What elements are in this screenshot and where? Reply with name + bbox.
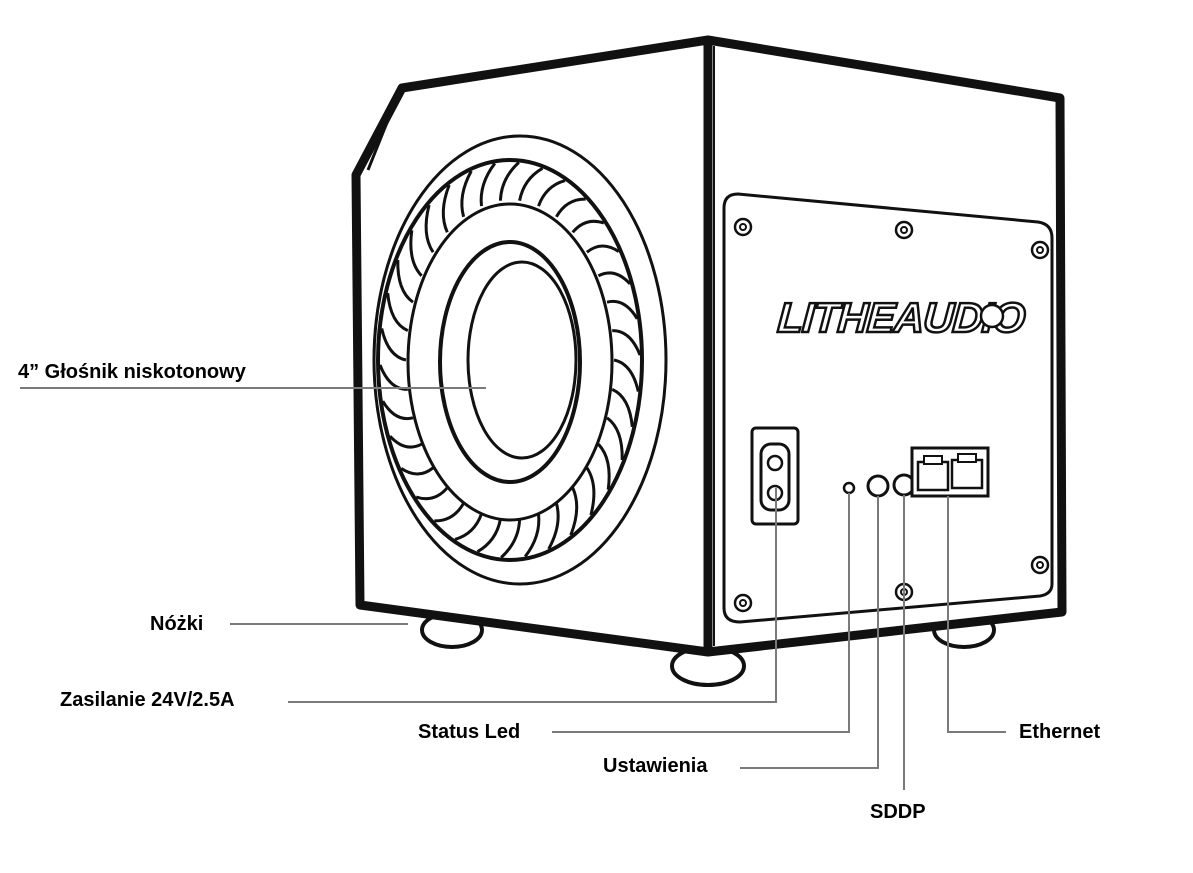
rear-panel [722,192,1054,624]
woofer-fin [434,502,465,523]
woofer-fin [409,230,423,277]
callout-power: Zasilanie 24V/2.5A [60,689,235,711]
woofer-fin [415,486,449,501]
woofer-fin [378,364,408,391]
leader-lines [20,387,1006,790]
woofer-fin [518,166,544,202]
woofer-fin [396,259,414,304]
settings-button [866,474,890,498]
woofer-fin [547,502,560,550]
callout-woofer: 4” Głośnik niskotonowy [18,361,246,383]
woofer-fin [381,400,414,421]
callout-feet: Nóżki [150,613,204,635]
woofer-fin [498,161,520,201]
woofer-fin [571,219,605,234]
callout-settings: Ustawienia [603,755,708,777]
woofer-fin [524,513,541,558]
woofer-fin [613,358,640,392]
woofer-fin [479,162,496,207]
woofer-fin [460,170,473,218]
logo-mark-icon [979,303,1005,329]
woofer-fin [555,197,586,218]
woofer-fin [611,388,634,428]
callout-sddp: SDDP [870,801,926,823]
woofer-fin [400,466,435,476]
callout-status-led: Status Led [418,721,521,743]
woofer-fin [454,513,483,541]
ethernet-ports [910,446,990,498]
woofer-fin [606,299,639,320]
woofer-fin [585,244,620,254]
status-led [842,481,856,495]
woofer-fin [500,519,522,559]
woofer-fin [537,179,566,207]
woofer-fin [597,443,611,490]
woofer-fin [612,329,642,356]
woofer-fin [386,292,409,332]
woofer-fin [606,416,624,461]
woofer-fin [585,466,596,516]
woofer [372,134,668,586]
woofer-fin [597,271,632,285]
woofer-fin [476,518,502,554]
woofer-fin [424,204,435,254]
woofer-fin [569,487,579,536]
woofer-fin [441,184,451,233]
callout-ethernet: Ethernet [1019,721,1101,743]
woofer-fin [380,328,407,362]
woofer-fin [388,435,423,449]
woofer-fins [378,161,642,559]
panel-screws [733,217,1050,613]
